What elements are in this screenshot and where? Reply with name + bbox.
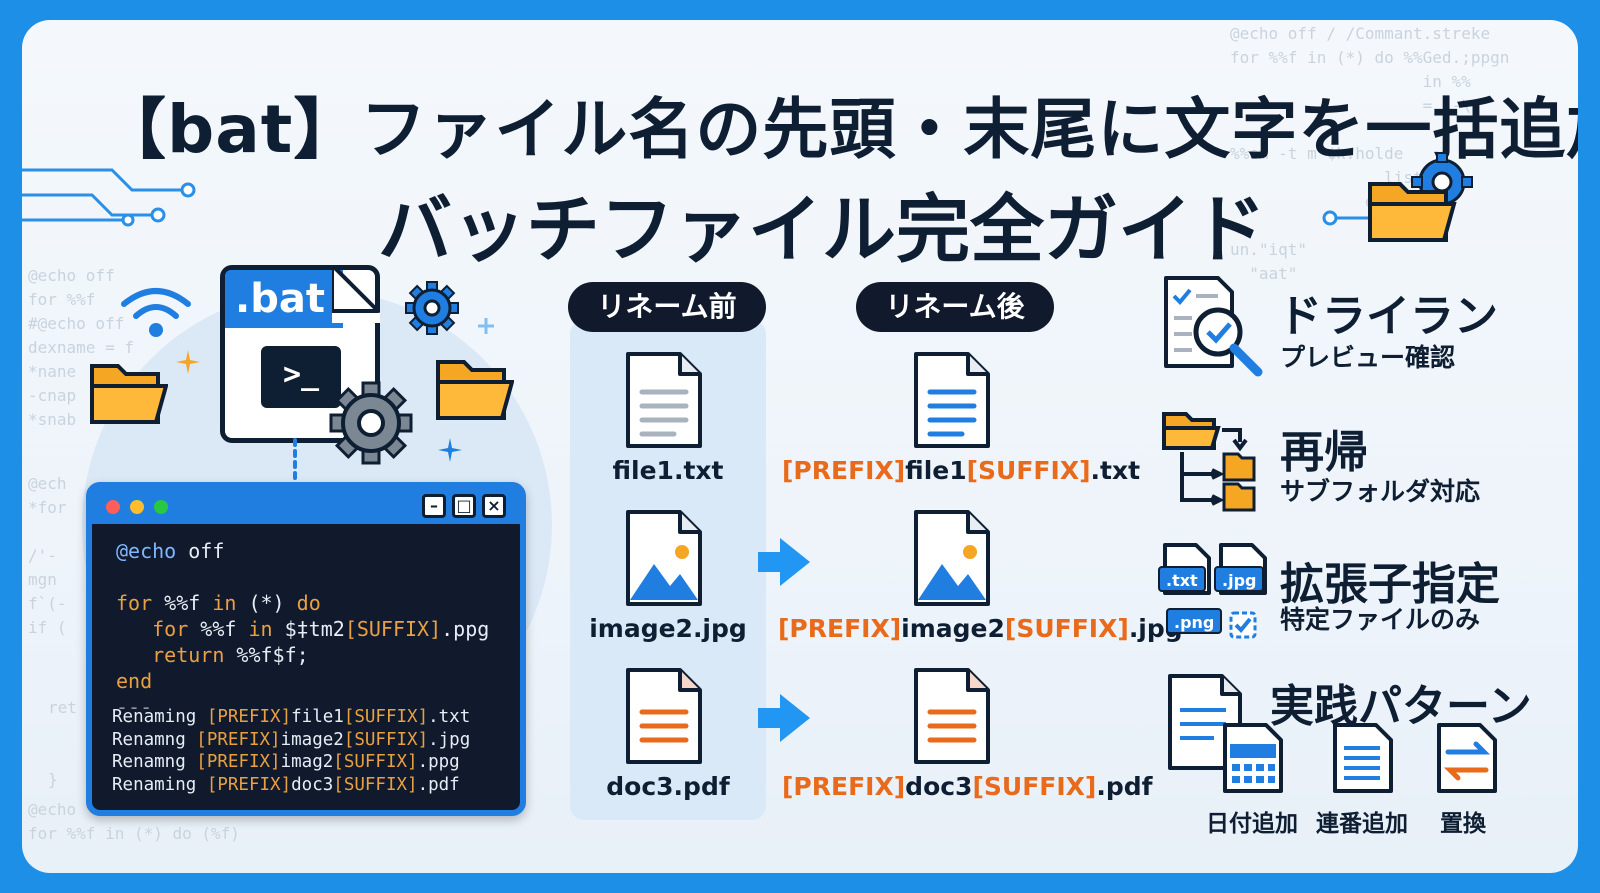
- page-subtitle: バッチファイル完全ガイド: [378, 187, 1266, 273]
- code-separator: ---: [116, 695, 153, 719]
- before-label: リネーム前: [568, 282, 766, 332]
- bg-code-left-2: @ech *for /'- mgn f`(- if (: [28, 474, 67, 637]
- script-code: @echo off for %%f in (*) do for %%f in $…: [116, 538, 489, 720]
- gear-large-icon: [329, 381, 413, 465]
- feature-subtitle: サブフォルダ対応: [1280, 477, 1481, 506]
- code-token: do: [296, 591, 321, 615]
- code-token: for: [116, 591, 153, 615]
- before-file-name: file1.txt: [612, 456, 724, 485]
- jpg-tag: .jpg: [1214, 566, 1265, 592]
- png-tag: .png: [1166, 608, 1223, 634]
- numbered-list-icon: [1333, 723, 1393, 793]
- after-file-name: [PREFIX]file1[SUFFIX].txt: [782, 456, 1141, 485]
- pattern-label: 連番追加: [1316, 811, 1408, 837]
- pdf-file-icon: [914, 668, 990, 764]
- feature-title: 実践パターン: [1270, 681, 1532, 732]
- bat-file-label: .bat: [225, 270, 343, 328]
- output-line: Renaming [PREFIX]doc3[SUFFIX].pdf: [112, 774, 460, 795]
- folder-gear-icon: [1368, 154, 1473, 242]
- code-token: %%f$f;: [224, 643, 309, 667]
- pattern-label: 日付追加: [1206, 811, 1298, 837]
- arrow-right-icon: [758, 694, 810, 742]
- sparkle-icon: [176, 350, 200, 374]
- code-token: for: [116, 617, 189, 641]
- wifi-icon: [121, 288, 191, 337]
- after-label: リネーム後: [856, 282, 1054, 332]
- dotted-connector-icon: [293, 438, 297, 482]
- code-token: (*): [236, 591, 297, 615]
- sparkle-blue-icon: [438, 438, 462, 462]
- text-file-icon: [626, 352, 702, 448]
- terminal-output: Renaming [PREFIX]file1[SUFFIX].txt Renam…: [112, 706, 470, 796]
- code-token: end: [116, 669, 153, 693]
- feature-title: 拡張子指定: [1280, 559, 1500, 610]
- plus-icon: [478, 318, 494, 334]
- code-token: .ppg: [441, 617, 490, 641]
- image-file-icon: [626, 510, 702, 606]
- terminal-window: – □ × @echo off for %%f in (*) do for %%…: [86, 482, 526, 816]
- checkbox-icon: [1229, 611, 1257, 639]
- window-maximize-icon[interactable]: □: [452, 494, 476, 518]
- code-token: %%f: [152, 591, 213, 615]
- code-token: %%f: [188, 617, 249, 641]
- code-token: [SUFFIX]: [344, 617, 442, 641]
- close-dot-icon[interactable]: [106, 500, 120, 514]
- code-token: return: [116, 643, 225, 667]
- circuit-left-icon: [22, 168, 196, 227]
- bg-code-left: @echo off for %%f #@echo off dexname = f…: [28, 266, 134, 429]
- arrow-right-icon: [758, 538, 810, 586]
- documents-icon: [1168, 674, 1242, 770]
- code-token: $‡tm2: [272, 617, 345, 641]
- output-line: Renamng [PREFIX]imag2[SUFFIX].ppg: [112, 752, 460, 772]
- window-close-icon[interactable]: ×: [482, 494, 506, 518]
- feature-title: 再帰: [1280, 427, 1368, 478]
- minimize-dot-icon[interactable]: [130, 500, 144, 514]
- feature-subtitle: 特定ファイルのみ: [1280, 605, 1481, 634]
- before-file-name: doc3.pdf: [606, 772, 730, 801]
- extension-tags-icon: .txt .jpg .png: [1156, 542, 1280, 642]
- folder-tree-icon: [1162, 412, 1256, 512]
- feature-title: ドライラン: [1278, 291, 1498, 342]
- output-line: Renamng [PREFIX]image2[SUFFIX].jpg: [112, 729, 471, 750]
- swap-icon: [1437, 723, 1497, 793]
- page-title: 【bat】ファイル名の先頭・末尾に文字を一括追加: [100, 91, 1578, 168]
- bg-code-bottom: @echo for %%f in (*) do (%f): [28, 800, 240, 843]
- calendar-icon: [1223, 723, 1283, 793]
- folder-right-icon: [436, 360, 514, 420]
- folder-left-icon: [90, 364, 168, 424]
- after-file-name: [PREFIX]doc3[SUFFIX].pdf: [782, 772, 1153, 801]
- gear-small-icon: [405, 281, 459, 335]
- bg-code-left-3: ret }: [48, 698, 77, 789]
- code-token: in: [212, 591, 237, 615]
- poster-frame: @echo off / /Commant.streke for %%f in (…: [22, 20, 1578, 873]
- before-file-name: image2.jpg: [589, 614, 747, 643]
- pattern-label: 置換: [1440, 811, 1486, 837]
- code-token: off: [176, 539, 225, 563]
- pdf-file-icon: [626, 668, 702, 764]
- terminal-titlebar: – □ ×: [92, 488, 520, 524]
- image-file-icon: [914, 510, 990, 606]
- after-file-name: [PREFIX]image2[SUFFIX].jpg: [778, 614, 1183, 643]
- page-fold-icon: [332, 265, 380, 323]
- output-line: Renaming [PREFIX]file1[SUFFIX].txt: [112, 707, 471, 727]
- window-minimize-icon[interactable]: –: [422, 494, 446, 518]
- terminal-prompt-icon: >_: [261, 346, 341, 408]
- txt-tag: .txt: [1158, 566, 1206, 592]
- text-file-icon: [914, 352, 990, 448]
- code-token: in: [248, 617, 273, 641]
- code-token: @echo: [116, 539, 177, 563]
- zoom-dot-icon[interactable]: [154, 500, 168, 514]
- feature-subtitle: プレビュー確認: [1280, 343, 1456, 372]
- checklist-magnifier-icon: [1164, 276, 1263, 377]
